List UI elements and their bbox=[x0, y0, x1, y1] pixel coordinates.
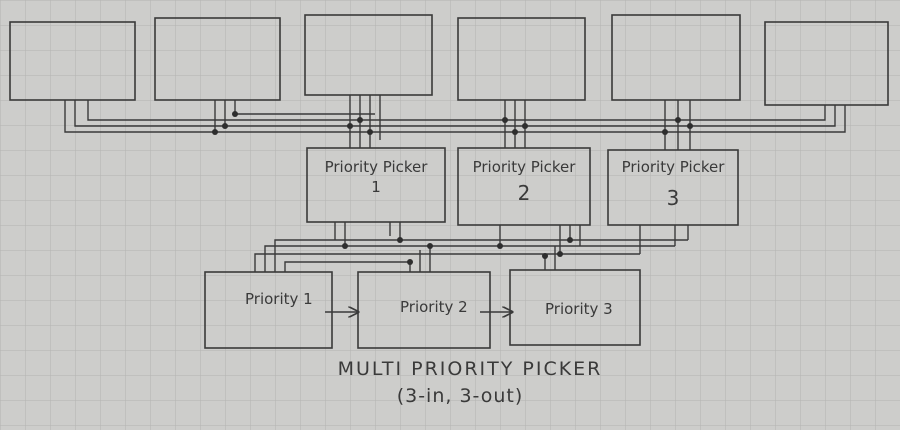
diagram-title: MULTI PRIORITY PICKER bbox=[338, 358, 603, 380]
lower-bus-wires bbox=[254, 222, 689, 272]
picker-3-label: Priority Picker bbox=[622, 158, 726, 176]
diagram-subtitle: (3-in, 3-out) bbox=[397, 385, 524, 407]
upper-bus-wires bbox=[64, 95, 846, 150]
priority-3-label: Priority 3 bbox=[545, 300, 613, 318]
priority-2-label: Priority 2 bbox=[400, 298, 468, 316]
input-box-5 bbox=[611, 14, 741, 101]
picker-3-number: 3 bbox=[667, 186, 680, 210]
priority-picker-1: Priority Picker 1 bbox=[306, 147, 446, 223]
input-box-3 bbox=[304, 14, 433, 96]
priority-1-label: Priority 1 bbox=[245, 290, 313, 308]
input-boxes bbox=[9, 14, 889, 106]
input-box-4 bbox=[457, 17, 586, 101]
priority-picker-2: Priority Picker 2 bbox=[457, 147, 591, 226]
picker-1-number: 1 bbox=[371, 178, 381, 196]
input-box-2 bbox=[154, 17, 281, 101]
input-box-1 bbox=[9, 21, 136, 101]
priority-1-box: Priority 1 bbox=[204, 271, 333, 349]
picker-1-label: Priority Picker bbox=[325, 158, 429, 176]
priority-picker-3: Priority Picker 3 bbox=[607, 149, 739, 226]
picker-2-number: 2 bbox=[518, 181, 531, 205]
input-box-6 bbox=[764, 21, 889, 106]
picker-2-label: Priority Picker bbox=[473, 158, 577, 176]
